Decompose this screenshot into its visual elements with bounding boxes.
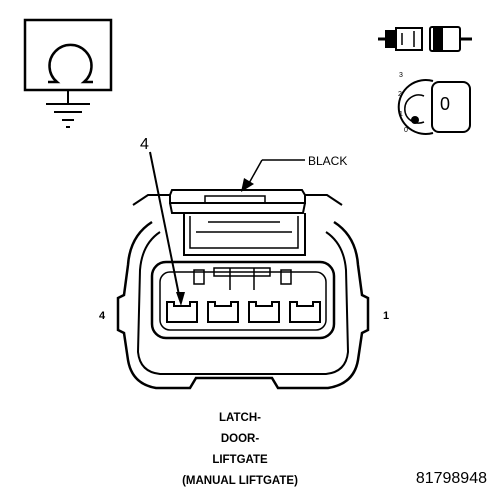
pin-label-left: 4 <box>99 310 106 322</box>
part-number: 81798948 <box>415 470 487 487</box>
key-face-label: 0 <box>440 94 451 114</box>
pin-callout-number: 4 <box>140 136 149 153</box>
caption-line: (MANUAL LIFTGATE) <box>182 475 298 487</box>
pin-callout-leader <box>149 151 185 306</box>
connector-body <box>116 189 370 390</box>
connector-disconnected-icon <box>378 26 472 52</box>
key-position-label: 2 <box>398 91 402 98</box>
wire-color-label: BLACK <box>308 154 348 168</box>
wire-color-leader <box>241 159 305 192</box>
ohmmeter-ground-icon <box>23 18 113 128</box>
caption-line: LIFTGATE <box>212 454 268 466</box>
caption-line: LATCH- <box>219 412 261 424</box>
connector-caption: LATCH- DOOR- LIFTGATE (MANUAL LIFTGATE) <box>150 408 330 492</box>
terminal-cavity-2 <box>248 301 280 323</box>
terminal-cavity-3 <box>207 301 239 323</box>
terminal-cavity-4 <box>166 301 198 323</box>
caption-line: DOOR- <box>220 433 260 445</box>
pin-label-right: 1 <box>383 310 390 322</box>
ignition-key-off-icon <box>397 79 471 135</box>
terminal-cavity-1 <box>289 301 321 323</box>
key-position-label: 0 <box>404 127 408 134</box>
key-position-label: 1 <box>399 111 403 118</box>
key-position-label: 3 <box>399 72 403 79</box>
